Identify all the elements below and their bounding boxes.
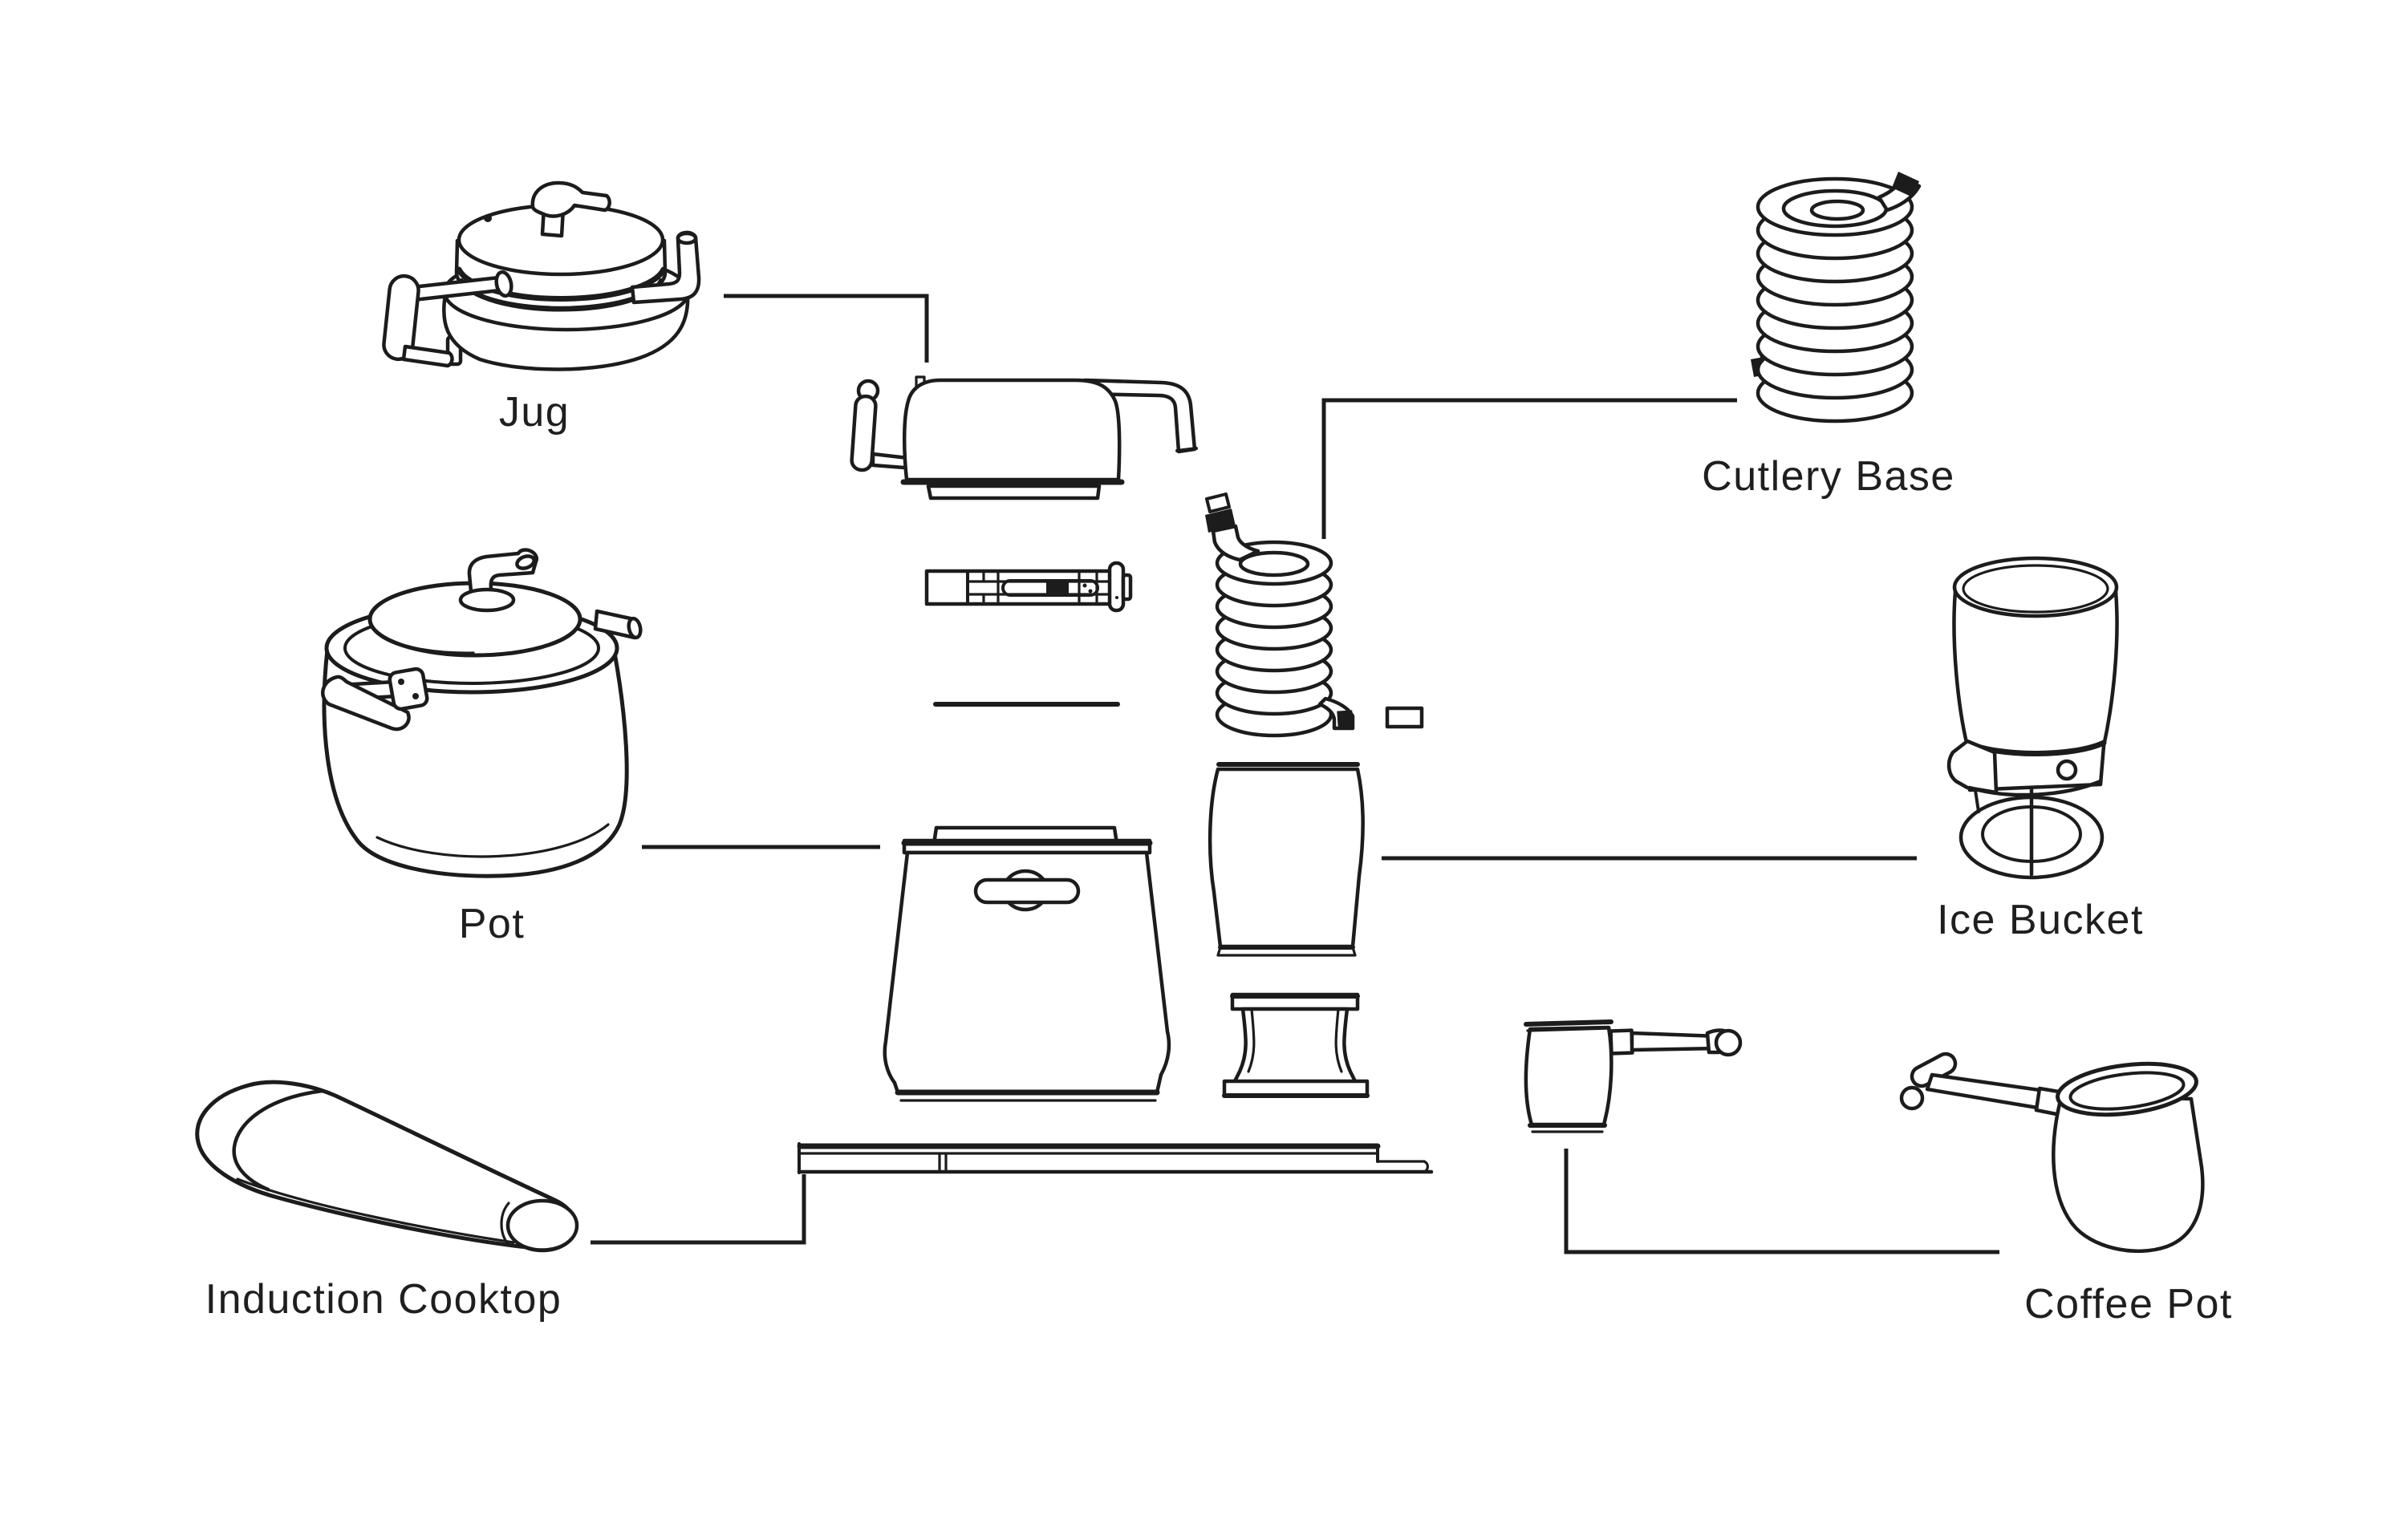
connector-coffee-pot <box>1564 1149 1999 1254</box>
cutlery-base-coil-drawing <box>1751 172 1922 424</box>
connector-induction-cooktop <box>591 1174 806 1245</box>
bucket-drawing <box>883 825 1171 1102</box>
label-cutlery-base: Cutlery Base <box>1702 453 1955 500</box>
connector-lines <box>591 294 1999 1254</box>
label-pot: Pot <box>458 901 526 947</box>
tray-drawing <box>797 1142 1434 1174</box>
connector-jug <box>724 294 929 363</box>
label-ice-bucket: Ice Bucket <box>1937 897 2144 943</box>
ice-bucket-drawing <box>1946 556 2119 880</box>
coffee-pot-drawing <box>1899 1052 2205 1253</box>
small-coffee-pot-drawing <box>1524 1019 1743 1133</box>
induction-cooktop-drawing <box>195 1080 579 1253</box>
jug-drawing <box>382 180 701 371</box>
pot-drawing <box>321 548 643 878</box>
label-induction-cooktop: Induction Cooktop <box>205 1276 562 1323</box>
kettle-head-drawing <box>850 375 1198 500</box>
warming-coil-drawing <box>1205 492 1424 738</box>
label-jug: Jug <box>498 389 570 436</box>
label-coffee-pot: Coffee Pot <box>2024 1281 2233 1327</box>
connector-cutlery-base <box>1321 398 1737 539</box>
stand-drawing <box>1222 992 1370 1098</box>
heating-element-drawing <box>924 561 1133 613</box>
tumbler-drawing <box>1208 762 1365 957</box>
